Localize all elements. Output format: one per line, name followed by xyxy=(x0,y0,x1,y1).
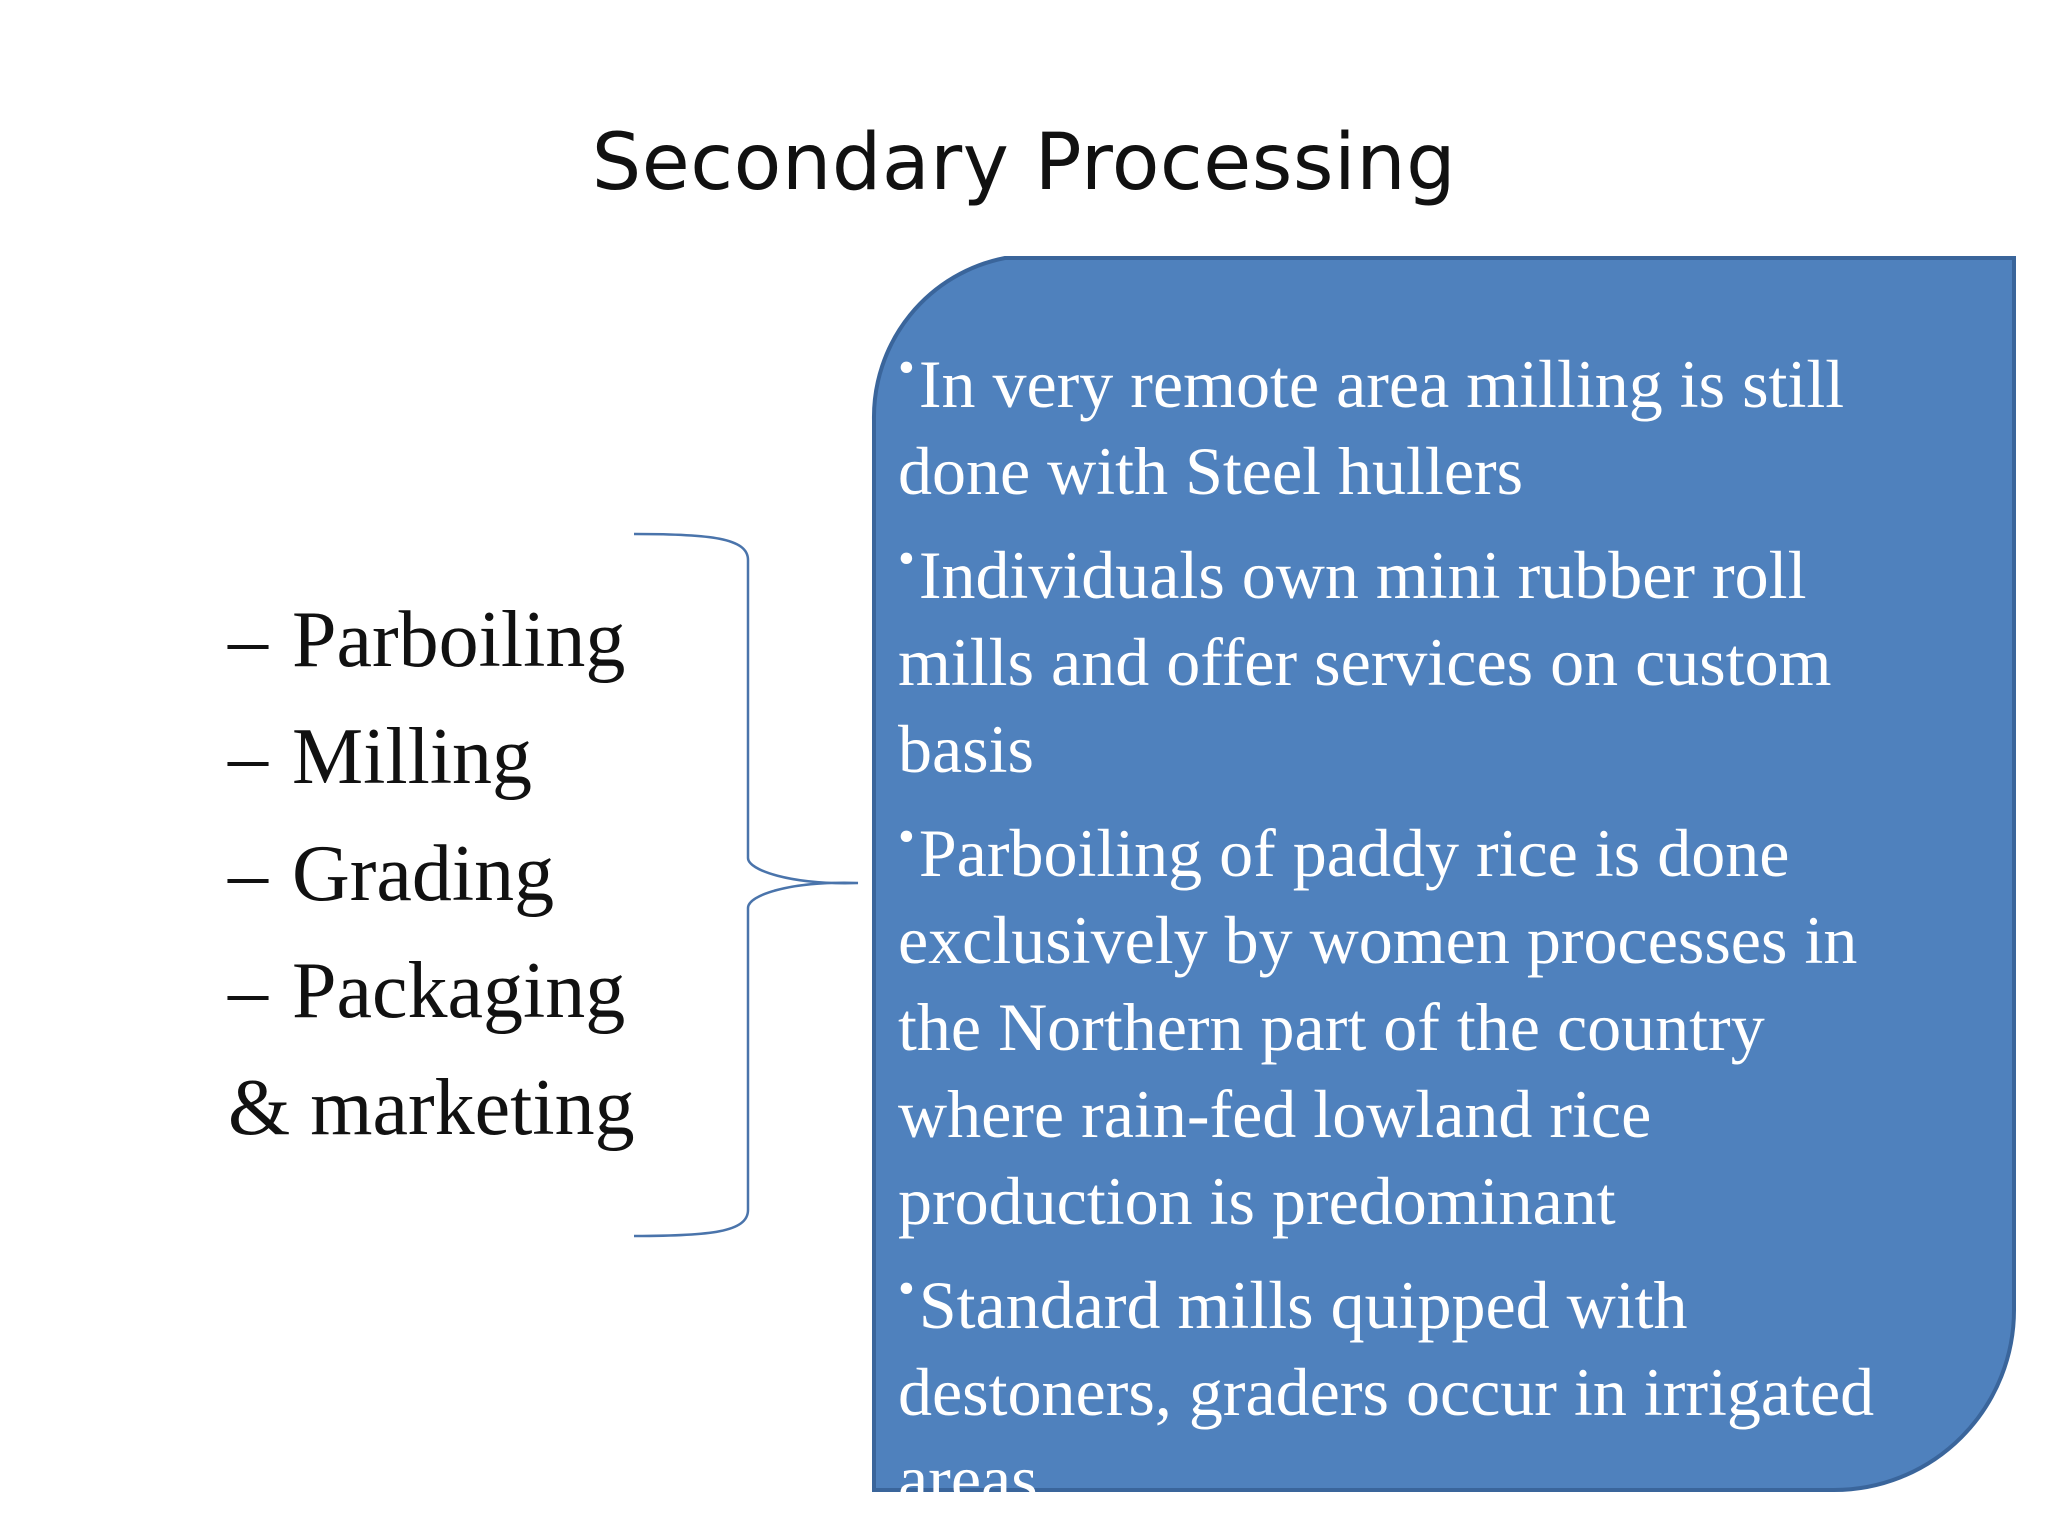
step-label: Parboiling xyxy=(292,596,626,684)
step-label: Packaging xyxy=(292,947,626,1035)
brace-path xyxy=(633,532,859,1238)
curly-brace-connector xyxy=(633,532,859,1238)
info-bullet: •Individuals own mini rubber roll mills … xyxy=(898,532,1832,787)
info-bullet: •Parboiling of paddy rice is done exclus… xyxy=(898,810,1858,1239)
step-label: Grading xyxy=(292,830,555,918)
step-label: & marketing xyxy=(228,1064,635,1152)
step-item: –Grading xyxy=(228,816,635,933)
step-marker: – xyxy=(228,947,268,1035)
step-item: –Parboiling xyxy=(228,582,635,699)
slide-title: Secondary Processing xyxy=(591,118,1457,208)
step-item: –Packaging xyxy=(228,933,635,1050)
info-panel-text: •In very remote area milling is still do… xyxy=(898,324,1938,1523)
bullet-dot-icon: • xyxy=(898,532,915,585)
bullet-dot-icon: • xyxy=(898,1262,915,1315)
info-bullet: •In very remote area milling is still do… xyxy=(898,341,1845,509)
bullet-dot-icon: • xyxy=(898,810,915,863)
step-item: –Milling xyxy=(228,699,635,816)
step-marker: – xyxy=(228,713,268,801)
info-bullet: •Standard mills quipped with destoners, … xyxy=(898,1262,1875,1517)
step-item: & marketing xyxy=(228,1050,635,1167)
step-label: Milling xyxy=(292,713,533,801)
bullet-dot-icon: • xyxy=(898,341,915,394)
step-marker: – xyxy=(228,830,268,918)
processing-steps-list: –Parboiling –Milling –Grading –Packaging… xyxy=(228,582,635,1167)
step-marker: – xyxy=(228,596,268,684)
